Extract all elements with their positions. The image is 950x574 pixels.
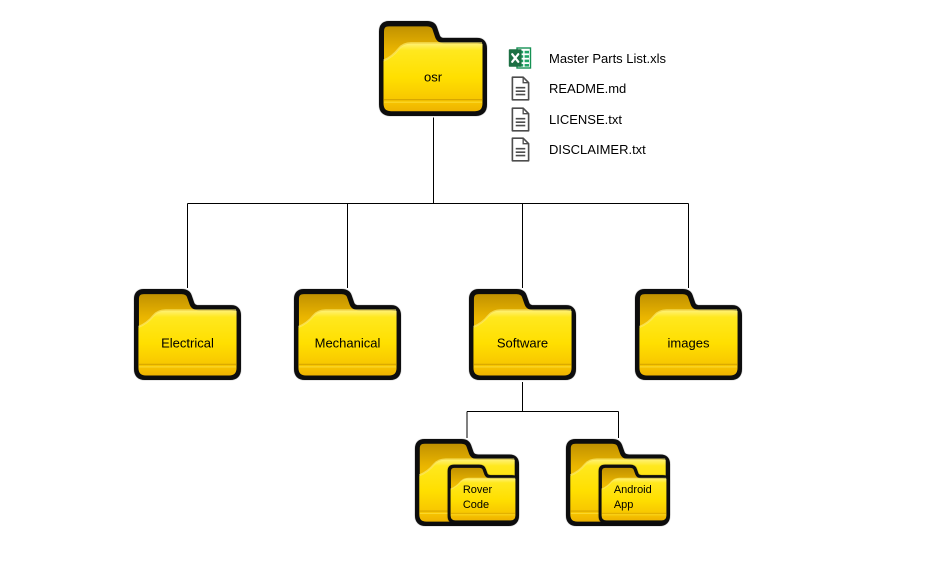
folder-electrical: Electrical [133,288,242,381]
file-name: DISCLAIMER.txt [549,142,646,158]
folder-label: images [667,335,710,351]
file-row: README.md [508,74,666,105]
folder-rover-code: Rover Code [447,464,519,524]
file-row: LICENSE.txt [508,104,666,135]
folder-label: Mechanical [314,335,381,351]
file-name: Master Parts List.xls [549,50,667,66]
folder-label: Software [496,335,549,351]
file-name: LICENSE.txt [549,111,622,127]
folder-images: images [634,288,743,381]
root-file-list: Master Parts List.xls README.md LICENSE.… [508,43,666,165]
folder-label: Android App [613,484,652,512]
folder-software: Software [468,288,577,381]
folder-label: osr [423,69,443,85]
folder-android-app: Android App [598,464,670,524]
file-name: README.md [549,81,627,97]
folder-osr: osr [378,20,488,117]
text-file-icon [508,106,532,132]
file-row: DISCLAIMER.txt [508,135,666,166]
file-row: Master Parts List.xls [508,43,666,74]
folder-icon [378,20,488,117]
text-file-icon [508,76,532,102]
folder-label: Electrical [161,335,214,351]
text-file-icon [508,137,532,163]
folder-mechanical: Mechanical [293,288,402,381]
folder-label: Rover Code [462,484,493,512]
excel-file-icon [508,45,532,71]
